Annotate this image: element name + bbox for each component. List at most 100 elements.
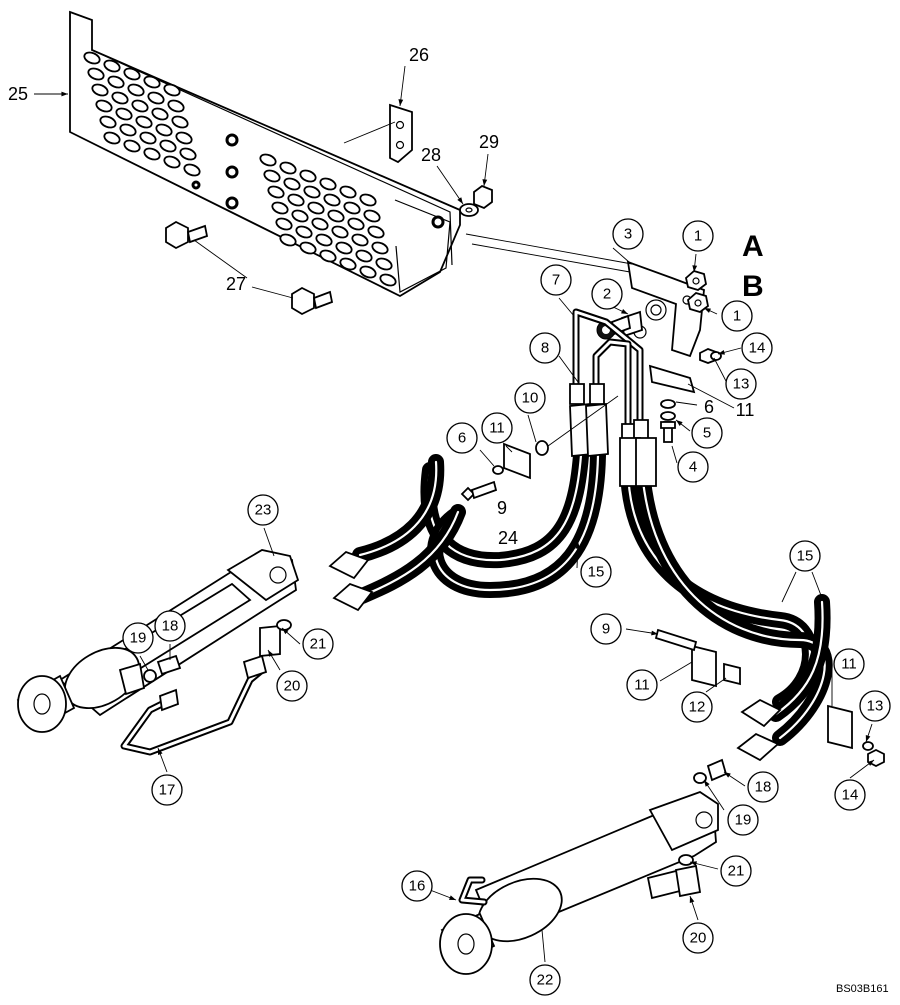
callout-circle [682,922,714,954]
part-callout-11: 11 [626,669,658,701]
callout-number: 11 [841,656,857,673]
callout-circle [681,691,713,723]
part-callout-6: 6 [704,397,714,417]
callout-number: 21 [310,636,327,653]
washer-nut-part [459,184,493,217]
leader-line [705,677,727,693]
part-callout-10: 10 [514,382,546,414]
callout-number: 7 [552,272,560,289]
part-callout-27: 27 [226,274,246,294]
leader-arrowhead [449,895,456,900]
leader-line [541,929,546,963]
callout-number: 17 [159,782,176,799]
callout-circle [580,556,612,588]
part-callout-9: 9 [497,498,507,518]
leader-line [139,655,149,671]
part-callout-17: 17 [151,774,183,806]
callout-number: 1 [733,308,741,325]
callout-number: 13 [733,376,750,393]
leader-arrowhead [689,896,695,903]
leader-arrowhead [282,628,289,635]
part-callout-28: 28 [421,145,441,165]
callout-number: 19 [130,630,147,647]
callout-circle [626,669,658,701]
callout-number: 26 [409,45,429,65]
leader-line [505,445,513,453]
leader-arrowhead [158,748,163,755]
callout-circle [789,540,821,572]
callout-number: 4 [689,459,697,476]
leader-line [465,233,633,265]
part-callout-1: 1 [721,300,753,332]
callout-circle [720,855,752,887]
callout-number: 20 [690,930,707,947]
part-callout-11: 11 [833,648,865,680]
part-callout-16: 16 [401,870,433,902]
leader-arrowhead [621,309,628,314]
part-callout-9: 9 [590,613,622,645]
callout-circle [682,220,714,252]
part-callout-6: 6 [446,422,478,454]
callout-number: 12 [689,699,706,716]
part-callout-11: 11 [736,400,755,420]
leader-arrowhead [718,350,725,355]
callout-circle [741,332,773,364]
reference-code: BS03B161 [836,983,889,995]
steel-tube-part [569,308,649,441]
part-callout-19: 19 [727,804,759,836]
leader-line [612,247,630,263]
callout-number: 13 [867,698,884,715]
leader-arrowhead [651,630,658,636]
callout-number: 5 [703,425,711,442]
part-callout-25: 25 [8,84,28,104]
callout-circle [151,774,183,806]
part-callout-19: 19 [122,622,154,654]
guard-plate-part [69,10,461,298]
callout-number: 18 [755,779,772,796]
callout-circle [302,628,334,660]
fitting-part [120,619,292,756]
leader-line [263,527,275,557]
leader-arrowhead [704,780,710,787]
leader-line [675,401,698,406]
part-callout-21: 21 [720,855,752,887]
part-callout-20: 20 [682,922,714,954]
view-label-a: A [742,230,764,263]
callout-number: 11 [736,400,755,420]
hydraulic-cylinder-part [439,790,719,975]
leader-arrowhead [867,760,874,766]
leader-line [193,239,248,279]
part-callout-2: 2 [591,278,623,310]
callout-number: 2 [603,286,611,303]
leader-arrowhead [690,861,697,866]
callout-circle [401,870,433,902]
callout-circle [833,648,865,680]
callout-circle [154,610,186,642]
view-label-b: B [742,270,764,303]
callout-circle [859,690,891,722]
part-callout-15: 15 [789,540,821,572]
part-callout-13: 13 [859,690,891,722]
part-callout-11: 11 [481,412,513,444]
callout-number: 1 [694,228,702,245]
leader-arrowhead [61,91,68,97]
callout-number: 25 [8,84,28,104]
callout-number: 15 [797,548,814,565]
callout-number: 6 [704,397,714,417]
callout-number: 11 [634,677,650,694]
part-callout-26: 26 [409,45,429,65]
part-callout-18: 18 [747,771,779,803]
callout-number: 19 [735,812,752,829]
callout-circle [727,804,759,836]
part-callout-14: 14 [834,779,866,811]
part-callout-29: 29 [479,132,499,152]
bracket-part [389,103,413,164]
callout-circle [721,300,753,332]
callout-circle [514,382,546,414]
callout-circle [747,771,779,803]
leader-line [471,243,631,273]
callout-number: 24 [498,528,518,548]
callout-circle [529,964,561,996]
